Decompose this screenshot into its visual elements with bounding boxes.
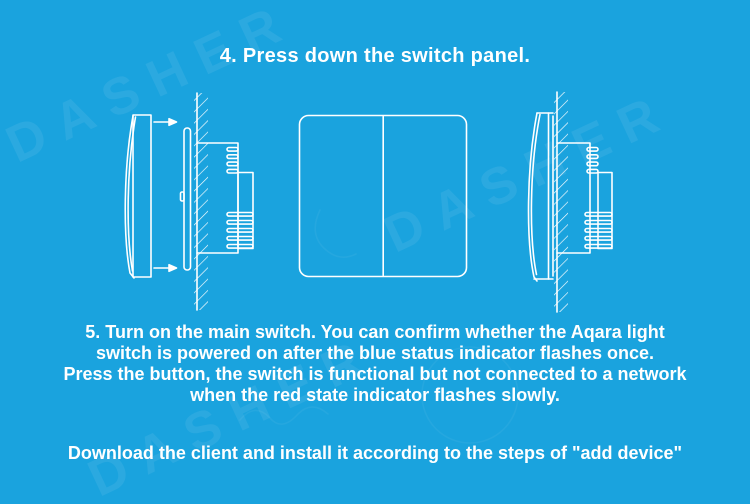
mounting-frame xyxy=(183,127,192,271)
terminal-ribs-top xyxy=(586,146,599,174)
diagram-side-view-before-press xyxy=(124,92,254,311)
watermark-logo-strokes xyxy=(239,209,519,444)
panel-curved-face-outer xyxy=(527,112,538,282)
step4-caption: 4. Press down the switch panel. xyxy=(219,45,531,67)
step5-caption: 5. Turn on the main switch. You can conf… xyxy=(0,322,750,406)
press-arrow-icon xyxy=(153,263,178,273)
panel-slab xyxy=(132,114,152,278)
terminal-ribs-top xyxy=(226,146,239,174)
download-note: Download the client and install it accor… xyxy=(67,443,683,463)
step5-line: switch is powered on after the blue stat… xyxy=(95,343,655,363)
switch-panel-outline xyxy=(298,114,468,278)
step5-line: Press the button, the switch is function… xyxy=(63,364,687,384)
diagram-front-view-panel xyxy=(298,114,468,278)
wall-hatching xyxy=(194,93,208,310)
wall-hatching xyxy=(554,92,568,312)
terminal-ribs-bottom xyxy=(584,211,613,249)
press-arrow-icon xyxy=(153,117,178,127)
diagram-side-view-after-press xyxy=(527,91,613,313)
terminal-ribs-bottom xyxy=(226,211,254,249)
panel-curved-face-outer xyxy=(124,115,135,279)
step5-line: 5. Turn on the main switch. You can conf… xyxy=(85,322,665,342)
switch-base-box xyxy=(556,142,591,254)
step5-line: when the red state indicator flashes slo… xyxy=(190,385,560,405)
frame-clip xyxy=(179,191,185,202)
panel-curved-face-inner xyxy=(530,113,541,276)
panel-curved-face-inner xyxy=(127,116,137,272)
